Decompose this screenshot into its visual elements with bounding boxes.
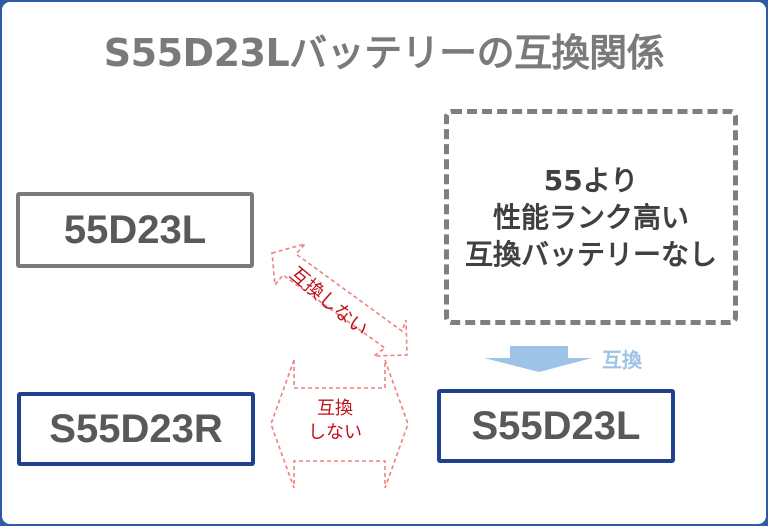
diagram-title: S55D23Lバッテリーの互換関係 [103, 31, 665, 75]
note-line-2: 性能ランク高い [492, 200, 689, 234]
no-higher-rank-note: 55より 性能ランク高い 互換バッテリーなし [444, 109, 738, 325]
note-line-3: 互換バッテリーなし [464, 237, 717, 271]
compatible-down-arrow-icon [484, 346, 592, 372]
note-line-1: 55より [543, 163, 639, 197]
battery-box-s55d23l: S55D23L [437, 389, 675, 463]
compatible-label: 互換 [602, 348, 642, 372]
incompatible-label-horizontal: 互換 しない [300, 397, 370, 445]
incompatible-label-line-1: 互換 [317, 398, 353, 419]
horizontal-double-arrow-icon [270, 359, 409, 489]
diagonal-double-arrow-icon [271, 242, 408, 357]
incompatible-label-line-2: しない [308, 422, 362, 443]
battery-box-s55d23r: S55D23R [17, 392, 255, 466]
battery-box-55d23l: 55D23L [16, 192, 254, 268]
